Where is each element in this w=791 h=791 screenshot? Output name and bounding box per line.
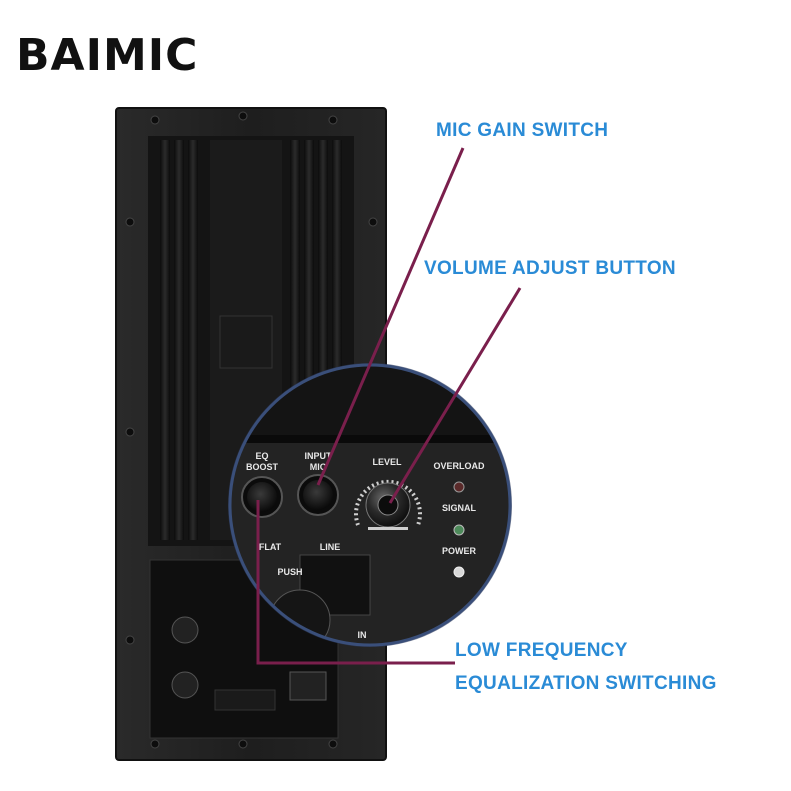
label-eq: EQ (255, 451, 268, 461)
zoom-callout: EQ BOOST INPUT MIC LEVEL OVERLOAD SIGNAL… (228, 363, 512, 647)
leader-lines (256, 147, 522, 665)
brand-logo: BAIMIC (16, 34, 198, 78)
level-knob-center (377, 494, 399, 516)
label-signal: SIGNAL (442, 503, 477, 513)
label-input: INPUT (305, 451, 333, 461)
label-overload: OVERLOAD (433, 461, 485, 471)
mic-gain-button-cap (303, 480, 333, 510)
callout-low-frequency-line2: EQUALIZATION SWITCHING (455, 673, 717, 694)
label-in: IN (358, 630, 367, 640)
label-mic: MIC (310, 462, 327, 472)
xlr-input-1 (171, 616, 199, 644)
brand-logo-text: BAIMIC (16, 30, 199, 81)
label-push: PUSH (277, 567, 302, 577)
center-plate (219, 315, 273, 369)
label-power: POWER (442, 546, 477, 556)
power-led (453, 566, 465, 578)
xlr-input-2 (171, 671, 199, 699)
signal-led (453, 524, 465, 536)
eq-boost-button-cap (247, 482, 277, 512)
level-underline (368, 527, 408, 530)
leader-volume (388, 287, 522, 504)
label-line: LINE (320, 542, 341, 552)
callout-mic-gain-switch: MIC GAIN SWITCH (436, 120, 609, 141)
level-scale (354, 479, 422, 526)
leader-low-frequency (256, 500, 455, 665)
callout-low-frequency-line1: LOW FREQUENCY (455, 640, 628, 661)
callout-volume-adjust-button: VOLUME ADJUST BUTTON (424, 258, 676, 279)
power-inlet (289, 671, 327, 701)
label-level: LEVEL (372, 457, 402, 467)
label-flat: FLAT (259, 542, 282, 552)
overload-led (453, 481, 465, 493)
label-boost: BOOST (246, 462, 279, 472)
leader-mic-gain (316, 147, 465, 486)
